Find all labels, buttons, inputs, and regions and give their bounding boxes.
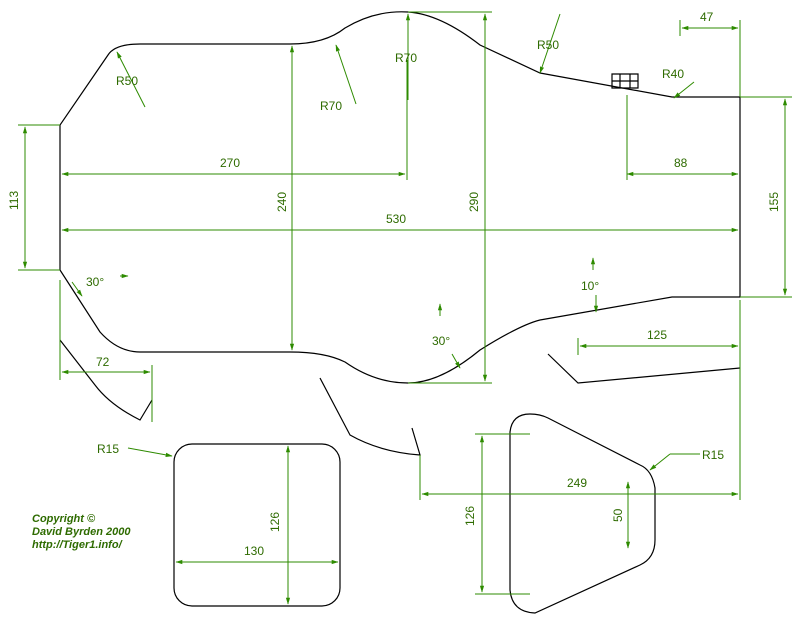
label-113: 113 — [7, 191, 21, 210]
label-530: 530 — [386, 212, 406, 226]
label-126-left: 126 — [268, 512, 282, 532]
label-10: 10° — [581, 279, 599, 293]
label-126-right: 126 — [463, 506, 477, 526]
label-30-bottom: 30° — [432, 334, 450, 348]
label-290: 290 — [467, 192, 481, 212]
credit-line-3: http://Tiger1.info/ — [32, 539, 124, 551]
label-125: 125 — [647, 328, 667, 342]
dimension-labels: R50 R70 R70 R50 R40 47 270 88 530 30° 10… — [7, 10, 781, 558]
label-47: 47 — [700, 10, 714, 24]
label-270: 270 — [220, 156, 240, 170]
label-r50-right: R50 — [537, 38, 559, 52]
label-r40: R40 — [662, 67, 684, 81]
label-r15-left: R15 — [97, 442, 119, 456]
trapezoid-plate — [509, 413, 656, 614]
label-240: 240 — [275, 192, 289, 212]
label-r70-upper: R70 — [395, 51, 417, 65]
label-155: 155 — [767, 192, 781, 212]
label-249: 249 — [567, 476, 587, 490]
label-r50-left: R50 — [116, 74, 138, 88]
label-50: 50 — [611, 508, 625, 522]
label-72: 72 — [96, 355, 110, 369]
credit-line-2: David Byrden 2000 — [32, 526, 131, 538]
dimension-lines — [18, 11, 792, 605]
outline-fragments — [59, 339, 741, 456]
label-r15-right: R15 — [702, 448, 724, 462]
label-130: 130 — [244, 544, 264, 558]
copyright-credit: Copyright © David Byrden 2000 http://Tig… — [32, 513, 131, 551]
credit-line-1: Copyright © — [32, 513, 96, 525]
label-30-left: 30° — [86, 275, 104, 289]
square-plate — [173, 443, 341, 607]
label-88: 88 — [674, 156, 688, 170]
label-r70-lower: R70 — [320, 99, 342, 113]
main-plate-outline — [59, 11, 741, 384]
